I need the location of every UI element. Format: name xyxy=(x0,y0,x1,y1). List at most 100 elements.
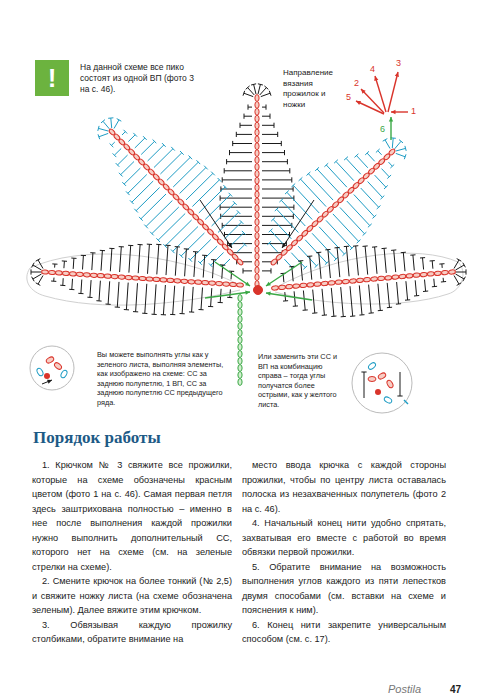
stitch-bar xyxy=(353,245,358,247)
stitch-post xyxy=(454,276,459,285)
stitch-post xyxy=(322,289,324,315)
stitch-bar xyxy=(87,297,92,298)
stitch-post xyxy=(262,107,266,108)
stitch-bar xyxy=(357,240,361,244)
stitch-bar xyxy=(248,105,249,110)
stitch-post xyxy=(71,279,73,290)
stitch-bar xyxy=(430,260,435,261)
stitch-bar xyxy=(147,244,152,245)
stitch-bar xyxy=(369,312,374,314)
arrow-shaft xyxy=(200,200,232,248)
chain-stitch xyxy=(238,323,242,330)
chain-stitch xyxy=(255,260,259,267)
stitch-post xyxy=(385,140,390,149)
stitch-post xyxy=(122,132,125,135)
chain-stitch xyxy=(238,337,242,344)
stitch-post xyxy=(192,180,219,207)
stitch-post xyxy=(333,214,359,242)
stitch-bar xyxy=(163,244,167,248)
insert-note: Или заменить эти СС и ВП на комбинацию с… xyxy=(258,352,348,409)
stitch-post xyxy=(128,135,135,142)
stitch-post xyxy=(456,272,466,273)
stitch-bar xyxy=(78,293,83,294)
chain-stitch xyxy=(255,232,259,239)
stitch-post xyxy=(220,207,252,208)
stitch-bar xyxy=(399,140,403,143)
stitch-bar xyxy=(229,150,230,155)
stitch-bar xyxy=(343,252,347,256)
chain-stitch xyxy=(62,271,69,276)
chain-stitch xyxy=(236,283,243,288)
arrow-head xyxy=(361,89,366,94)
stitch-bar xyxy=(344,157,348,161)
chain-stitch xyxy=(335,280,342,285)
page-number: 47 xyxy=(450,684,461,696)
arrow-head xyxy=(356,101,361,105)
stitch-bar xyxy=(244,114,245,119)
stitch-post xyxy=(328,250,331,278)
stitch-post xyxy=(190,240,211,260)
stitch-bar xyxy=(32,263,35,268)
stitch-bar xyxy=(269,229,273,233)
stitch-post xyxy=(425,280,426,292)
stitch-post xyxy=(227,161,252,162)
stitch-bar xyxy=(126,191,130,195)
stitch-bar xyxy=(175,246,180,247)
chain-stitch xyxy=(223,282,230,287)
stitch-bar xyxy=(325,261,329,265)
direction-arrow xyxy=(388,72,399,112)
stitch-post xyxy=(110,249,112,272)
stitch-bar xyxy=(218,302,223,303)
stitch-post xyxy=(432,261,434,269)
stitch-post xyxy=(141,194,166,219)
stitch-post xyxy=(319,253,321,279)
stitch-post xyxy=(406,281,408,300)
chain-stitch xyxy=(255,122,259,129)
stitch-bar xyxy=(51,281,56,282)
stitch-post xyxy=(167,157,191,180)
chain-stitch xyxy=(153,277,160,282)
arrow-shaft xyxy=(375,76,386,112)
chain-stitch xyxy=(286,284,293,289)
stitch-bar xyxy=(315,264,319,268)
stitch-bar xyxy=(240,123,241,128)
chain-stitch xyxy=(255,191,259,198)
chain-stitch xyxy=(255,129,259,136)
stitch-post xyxy=(118,155,128,165)
stitch-post xyxy=(262,152,285,153)
stitch-bar xyxy=(211,172,215,176)
stitch-post xyxy=(146,201,172,227)
stitch-post xyxy=(262,270,271,271)
chain-stitch xyxy=(255,226,259,233)
stitch-post xyxy=(148,244,150,273)
stitch-post xyxy=(121,162,134,175)
stitch-post xyxy=(218,212,239,232)
stitch-post xyxy=(441,264,442,268)
chain-stitch xyxy=(377,372,386,380)
stitch-bar xyxy=(410,254,415,255)
stitch-bar xyxy=(267,241,271,245)
left-petal-stitches xyxy=(51,244,234,315)
direction-arrow xyxy=(200,200,232,248)
stitch-bar xyxy=(189,311,194,312)
stitch-post xyxy=(269,243,277,252)
chain-stitch xyxy=(434,271,441,276)
stitch-post xyxy=(262,116,270,117)
stitch-post xyxy=(310,256,312,280)
chain-stitch xyxy=(363,277,370,282)
chain-stitch xyxy=(255,95,259,102)
stitch-bar xyxy=(119,246,124,247)
stitch-bar xyxy=(240,220,244,224)
chain-stitch xyxy=(76,272,83,277)
stitch-post xyxy=(240,125,252,126)
stitch-post xyxy=(400,372,401,396)
chain-stitch xyxy=(36,367,44,376)
stitch-bar xyxy=(439,263,444,264)
stitch-post xyxy=(293,185,319,213)
chain-stitch xyxy=(118,275,125,280)
stitch-post xyxy=(262,234,290,235)
chain-stitch xyxy=(238,358,242,365)
stitch-post xyxy=(341,287,344,317)
stitch-bar xyxy=(457,259,462,262)
chain-stitch xyxy=(111,274,118,279)
